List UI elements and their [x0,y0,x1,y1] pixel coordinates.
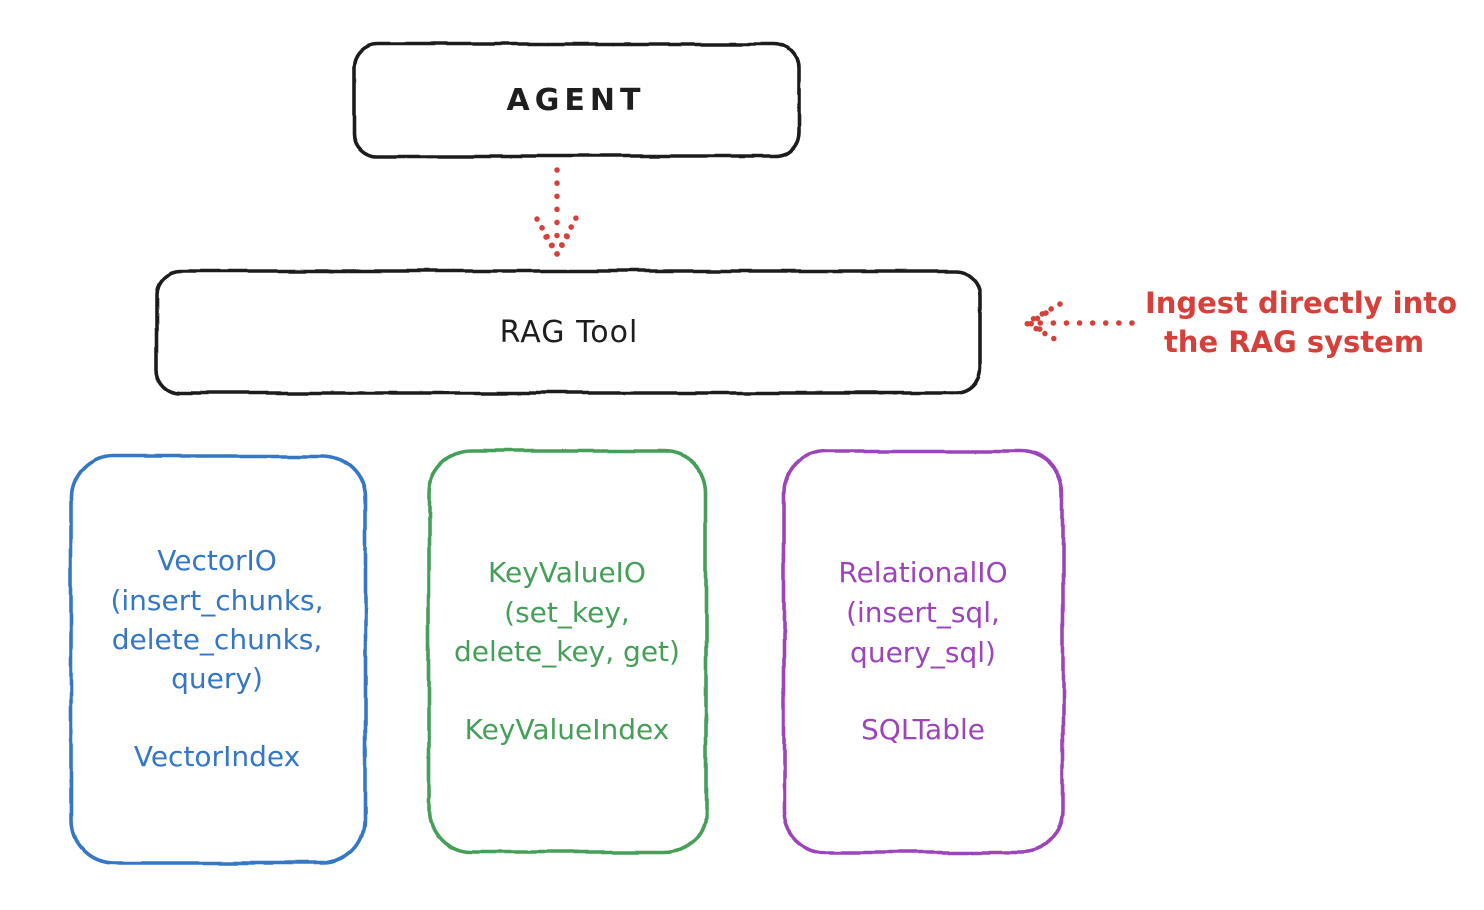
relational-io-footer: SQLTable [861,713,985,746]
relational-io-line: query_sql) [850,636,996,669]
annotation-to-rag-arrow-icon [1023,301,1135,345]
vector-io-footer: VectorIndex [134,740,300,773]
keyvalue-io-box [427,449,708,854]
relational-io-line: (insert_sql, [846,596,1000,629]
vector-io-line: VectorIO [157,544,277,577]
keyvalue-io-line: KeyValueIO [488,556,646,589]
rag-tool-box [154,269,982,395]
relational-io-text: RelationalIO (insert_sql, query_sql) SQL… [838,556,1007,746]
relational-io-box [782,449,1065,854]
annotation-line-1: Ingest directly into [1145,286,1457,320]
vector-io-line: delete_chunks, [112,623,323,656]
agent-box [352,42,801,158]
vector-io-text: VectorIO (insert_chunks, delete_chunks, … [110,544,323,773]
annotation-line-2: the RAG system [1164,325,1424,359]
relational-io-line: RelationalIO [838,556,1007,589]
agent-label: AGENT [507,83,646,118]
vector-io-line: (insert_chunks, [110,584,323,617]
keyvalue-io-line: delete_key, get) [454,635,680,668]
agent-to-rag-arrow-icon [534,167,580,257]
keyvalue-io-footer: KeyValueIndex [465,713,670,746]
vector-io-box [69,454,367,865]
rag-tool-label: RAG Tool [500,315,639,350]
vector-io-line: query) [171,662,263,695]
keyvalue-io-text: KeyValueIO (set_key, delete_key, get) Ke… [454,556,680,746]
keyvalue-io-line: (set_key, [504,596,630,629]
